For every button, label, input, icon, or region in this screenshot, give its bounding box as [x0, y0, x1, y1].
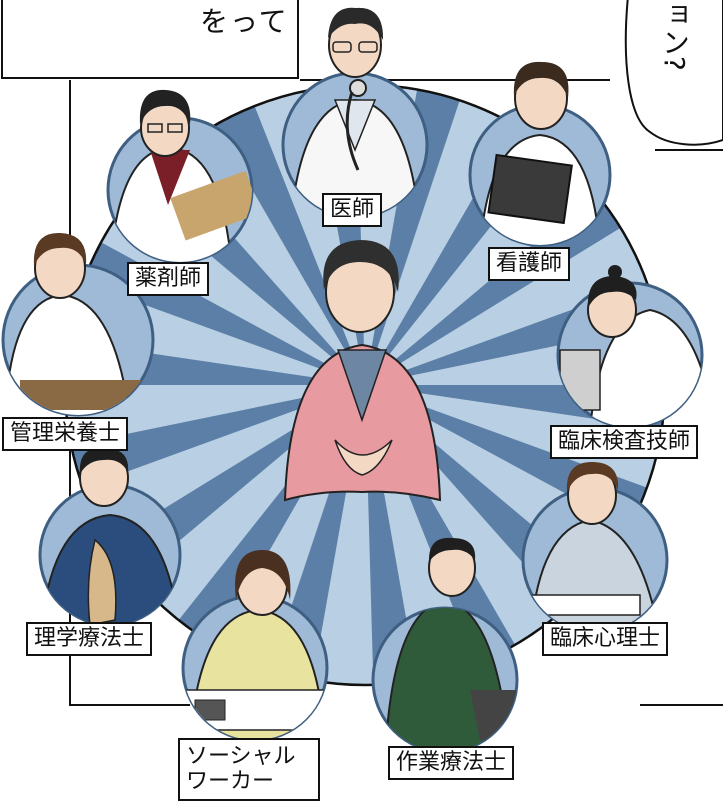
label-lab-technician: 臨床検査技師 — [550, 425, 699, 459]
label-occupational-therapist: 作業療法士 — [388, 746, 515, 780]
patient-head — [323, 240, 399, 333]
label-social-worker: ソーシャルワーカー — [178, 738, 320, 801]
patient-figure — [283, 343, 442, 502]
label-dietitian: 管理栄養士 — [2, 417, 129, 451]
speech-fragment: ョン? — [658, 0, 691, 71]
label-physical-therapist: 理学療法士 — [26, 622, 153, 656]
caption-fragment: をって — [200, 5, 289, 38]
pharmacist-figure — [108, 146, 252, 262]
social-worker-head — [235, 550, 291, 616]
speech-bubble — [624, 0, 723, 146]
label-psychologist: 臨床心理士 — [542, 622, 669, 656]
label-nurse: 看護師 — [488, 247, 571, 281]
nurse-head — [513, 61, 569, 130]
nurse-figure — [478, 133, 602, 245]
occupational-therapist-figure — [383, 608, 517, 752]
dietitian-head — [33, 232, 87, 299]
psychologist-figure — [523, 518, 662, 632]
sunburst-ray — [65, 385, 365, 495]
physical-therapist-head — [79, 447, 129, 507]
psychologist-head — [566, 462, 619, 525]
occupational-therapist-head — [428, 537, 476, 597]
label-doctor: 医師 — [322, 193, 383, 227]
label-pharmacist: 薬剤師 — [127, 262, 210, 296]
physical-therapist-figure — [40, 513, 180, 625]
pharmacist-head — [139, 89, 191, 157]
lab-technician-head — [587, 265, 637, 338]
doctor-head — [328, 7, 384, 171]
dietitian-figure — [3, 293, 153, 415]
caption-box — [1, 0, 299, 79]
